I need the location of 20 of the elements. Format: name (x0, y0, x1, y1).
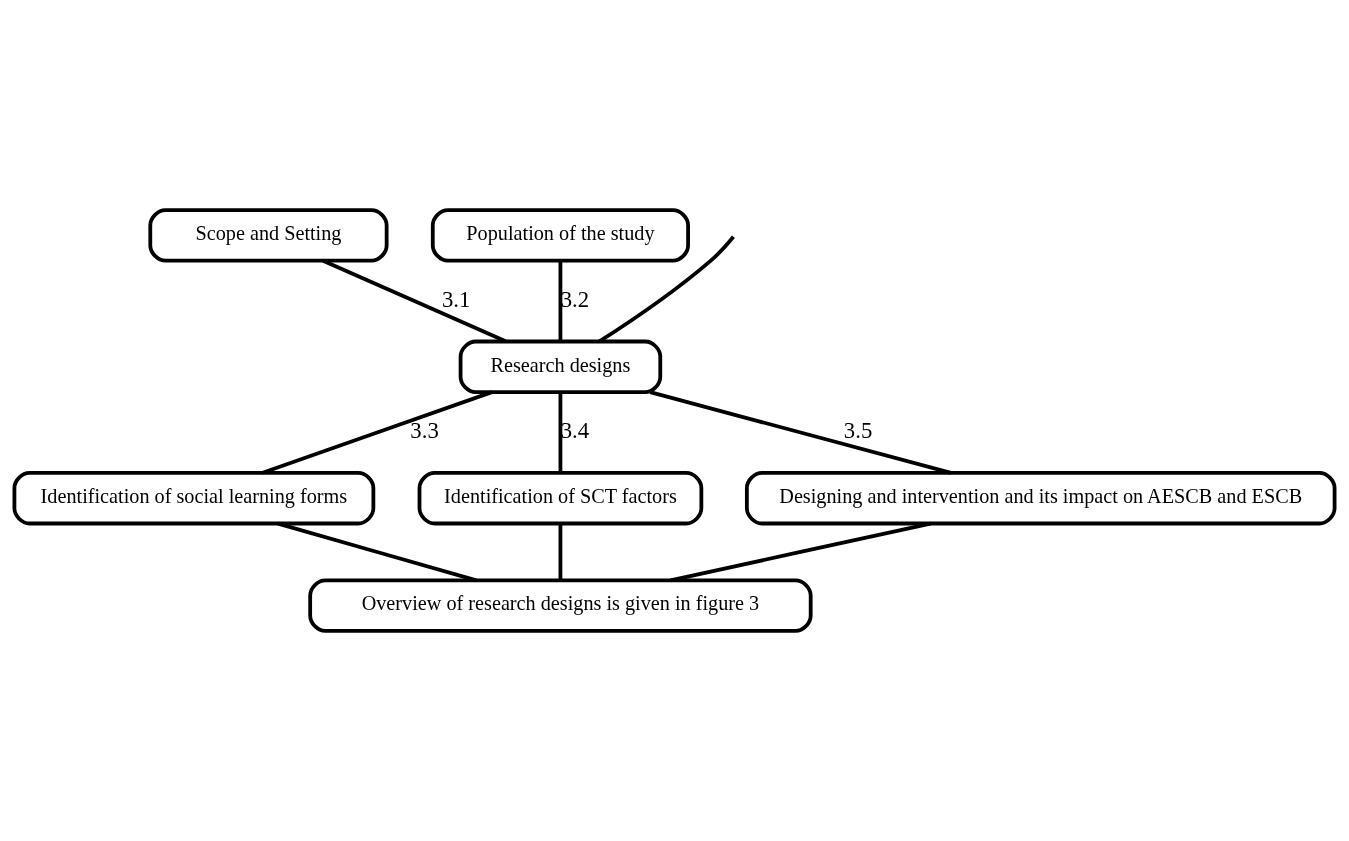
edge-label: 3.3 (410, 418, 439, 444)
edge-label: 3.4 (560, 418, 590, 444)
edge-label: 3.5 (843, 418, 873, 444)
connector (277, 521, 477, 583)
connector (558, 523, 563, 581)
edge-label: 3.1 (441, 286, 471, 312)
node-box: Identification of SCT factors (417, 471, 704, 526)
node-box: Population of the study (430, 208, 690, 263)
connector (649, 390, 952, 475)
node-box: Overview of research designs is given in figure 3 (308, 578, 813, 633)
connector (322, 258, 507, 344)
connector (670, 521, 931, 583)
connector (262, 390, 493, 475)
node-box: Identification of social learning forms (12, 471, 376, 526)
node-box: Scope and Setting (148, 208, 389, 263)
node-box: Research designs (458, 339, 663, 394)
node-box: Designing and intervention and its impact on AESCB and ESCB (744, 471, 1337, 526)
connector (558, 392, 563, 473)
connector (558, 260, 563, 342)
edge-label: 3.2 (560, 286, 590, 312)
